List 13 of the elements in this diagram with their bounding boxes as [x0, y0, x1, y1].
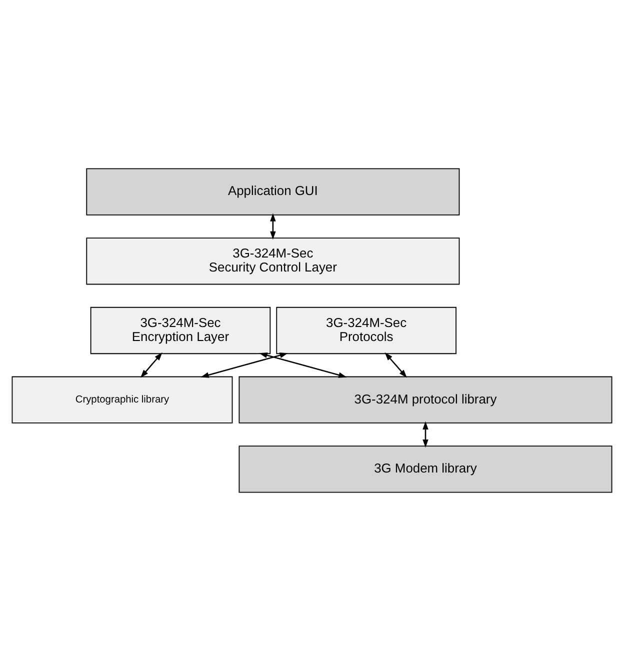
node-box: 3G-324M protocol library: [238, 376, 612, 424]
arrow: [270, 213, 276, 240]
node-box: 3G Modem library: [238, 446, 612, 493]
node-box: 3G-324M-Sec Protocols: [276, 306, 456, 354]
arrow: [259, 352, 347, 378]
arrow: [422, 421, 428, 448]
arrow: [384, 352, 407, 378]
arrow: [200, 352, 288, 378]
node-box: 3G-324M-Sec Security Control Layer: [86, 238, 460, 285]
node-box: Application GUI: [86, 168, 460, 216]
arrow: [140, 352, 162, 378]
node-box: Cryptographic library: [12, 376, 233, 424]
node-box: 3G-324M-Sec Encryption Layer: [90, 306, 271, 354]
